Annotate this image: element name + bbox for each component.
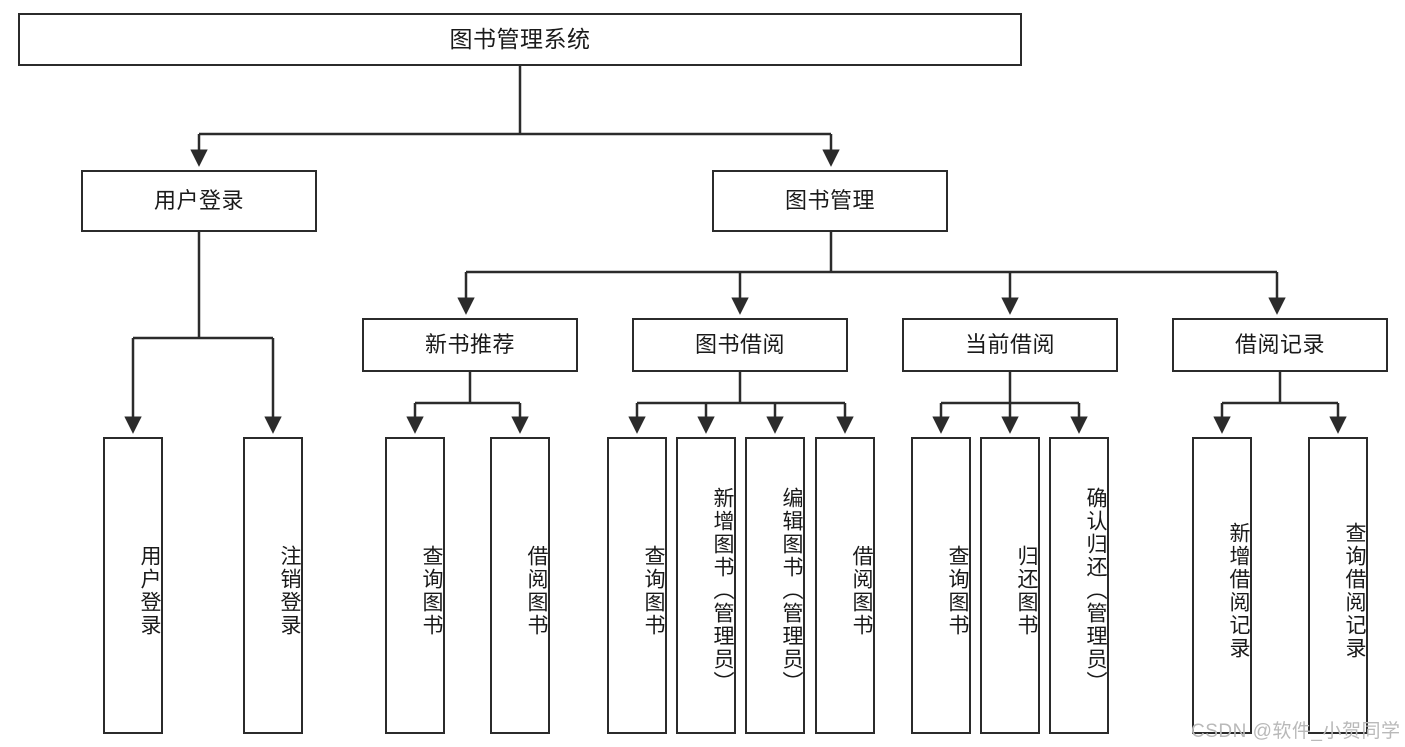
node-label: 用户登录 — [153, 188, 244, 214]
node-label: 当前借阅 — [964, 332, 1055, 358]
node-book-management[interactable]: 图书管理 — [712, 170, 948, 232]
node-label: 新增图书（管理员） — [711, 487, 734, 694]
node-leaf-return-book[interactable]: 归还图书 — [980, 437, 1040, 734]
node-leaf-borrow-book-1[interactable]: 借阅图书 — [490, 437, 550, 734]
node-leaf-confirm-return[interactable]: 确认归还（管理员） — [1049, 437, 1109, 734]
node-label: 注销登录 — [278, 544, 301, 637]
node-label: 新增借阅记录 — [1227, 521, 1250, 660]
node-label: 确认归还（管理员） — [1084, 487, 1107, 694]
node-user-login[interactable]: 用户登录 — [81, 170, 317, 232]
node-label: 查询图书 — [420, 544, 443, 637]
node-label: 借阅图书 — [850, 544, 873, 637]
node-leaf-query-book-2[interactable]: 查询图书 — [607, 437, 667, 734]
node-label: 查询图书 — [642, 544, 665, 637]
node-label: 图书借阅 — [694, 332, 785, 358]
node-borrow-record[interactable]: 借阅记录 — [1172, 318, 1388, 372]
node-label: 编辑图书（管理员） — [780, 487, 803, 694]
node-label: 查询借阅记录 — [1343, 521, 1366, 660]
node-leaf-user-login[interactable]: 用户登录 — [103, 437, 163, 734]
node-root-system[interactable]: 图书管理系统 — [18, 13, 1022, 66]
node-label: 用户登录 — [138, 544, 161, 637]
node-label: 借阅记录 — [1234, 332, 1325, 358]
node-leaf-add-book[interactable]: 新增图书（管理员） — [676, 437, 736, 734]
node-book-borrow[interactable]: 图书借阅 — [632, 318, 848, 372]
node-current-borrow[interactable]: 当前借阅 — [902, 318, 1118, 372]
node-leaf-query-record[interactable]: 查询借阅记录 — [1308, 437, 1368, 734]
node-leaf-query-book-1[interactable]: 查询图书 — [385, 437, 445, 734]
node-leaf-edit-book[interactable]: 编辑图书（管理员） — [745, 437, 805, 734]
node-leaf-query-book-3[interactable]: 查询图书 — [911, 437, 971, 734]
node-label: 借阅图书 — [525, 544, 548, 637]
node-leaf-user-logout[interactable]: 注销登录 — [243, 437, 303, 734]
node-leaf-borrow-book-2[interactable]: 借阅图书 — [815, 437, 875, 734]
node-new-book-recommend[interactable]: 新书推荐 — [362, 318, 578, 372]
node-label: 查询图书 — [946, 544, 969, 637]
node-label: 新书推荐 — [424, 332, 515, 358]
node-label: 图书管理 — [784, 188, 875, 214]
csdn-watermark: CSDN @软件_小贺同学 — [1191, 721, 1401, 742]
node-leaf-add-record[interactable]: 新增借阅记录 — [1192, 437, 1252, 734]
node-label: 图书管理系统 — [449, 25, 591, 52]
node-label: 归还图书 — [1015, 544, 1038, 637]
